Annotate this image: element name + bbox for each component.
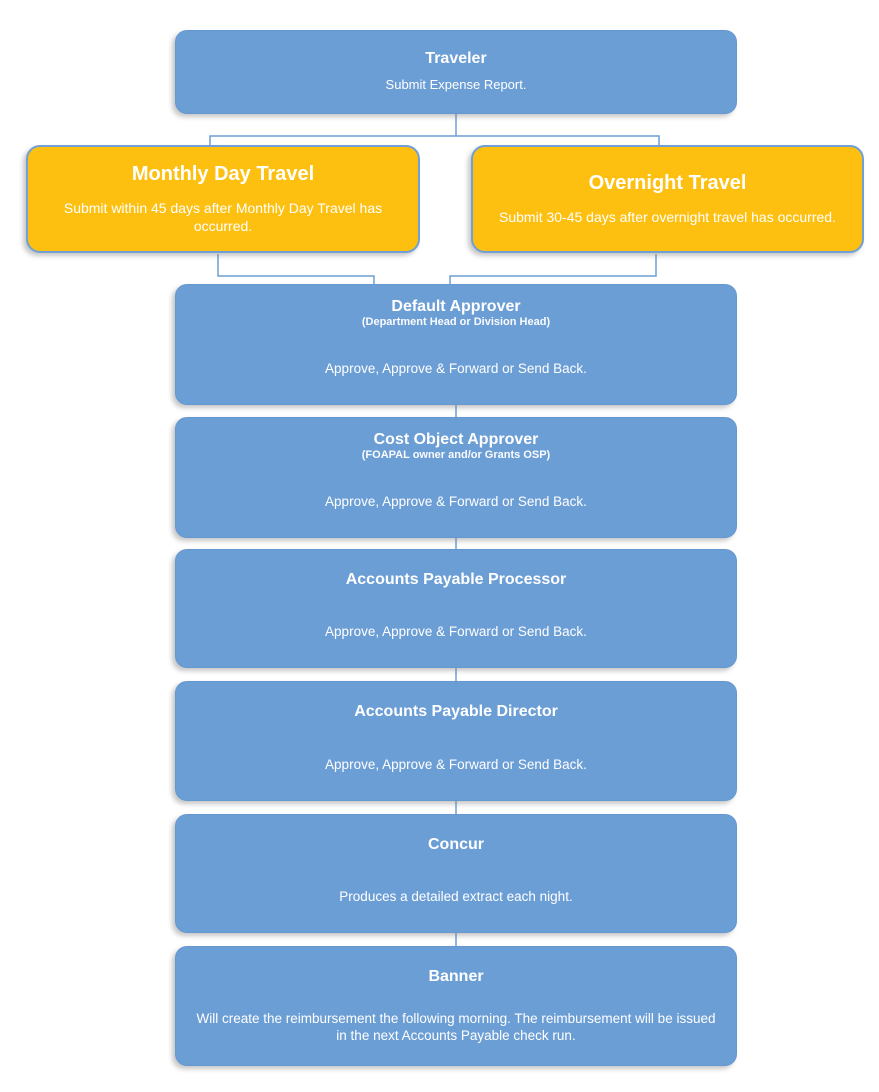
node-accounts-payable-director-body: Approve, Approve & Forward or Send Back. bbox=[325, 757, 587, 773]
node-concur-title: Concur bbox=[428, 836, 484, 853]
node-cost-object-approver-subtitle: (FOAPAL owner and/or Grants OSP) bbox=[361, 449, 551, 462]
node-accounts-payable-processor: Accounts Payable Processor Approve, Appr… bbox=[175, 549, 737, 668]
node-traveler-body: Submit Expense Report. bbox=[385, 77, 527, 93]
node-monthly-day-travel: Monthly Day Travel Submit within 45 days… bbox=[26, 145, 420, 253]
node-monthly-day-travel-title: Monthly Day Travel bbox=[131, 162, 315, 185]
node-banner: Banner Will create the reimbursement the… bbox=[175, 946, 737, 1066]
node-traveler: Traveler Submit Expense Report. bbox=[175, 30, 737, 114]
node-overnight-travel-title: Overnight Travel bbox=[588, 171, 747, 194]
node-accounts-payable-director: Accounts Payable Director Approve, Appro… bbox=[175, 681, 737, 801]
node-default-approver-body: Approve, Approve & Forward or Send Back. bbox=[325, 361, 587, 377]
node-accounts-payable-processor-title: Accounts Payable Processor bbox=[345, 571, 567, 588]
node-monthly-day-travel-body: Submit within 45 days after Monthly Day … bbox=[63, 199, 383, 234]
node-traveler-title: Traveler bbox=[425, 49, 487, 67]
connector-monthly-to-default bbox=[217, 254, 375, 285]
node-default-approver-subtitle: (Department Head or Division Head) bbox=[361, 316, 551, 329]
node-default-approver-title: Default Approver bbox=[391, 298, 521, 315]
node-cost-object-approver-title: Cost Object Approver bbox=[373, 431, 539, 448]
node-cost-object-approver: Cost Object Approver (FOAPAL owner and/o… bbox=[175, 417, 737, 538]
connector-overnight-to-default bbox=[449, 254, 657, 285]
node-banner-title: Banner bbox=[428, 968, 484, 985]
node-concur-body: Produces a detailed extract each night. bbox=[339, 889, 573, 905]
node-accounts-payable-director-title: Accounts Payable Director bbox=[354, 703, 558, 720]
node-accounts-payable-processor-body: Approve, Approve & Forward or Send Back. bbox=[325, 624, 587, 640]
node-concur: Concur Produces a detailed extract each … bbox=[175, 814, 737, 933]
node-default-approver: Default Approver (Department Head or Div… bbox=[175, 284, 737, 405]
node-cost-object-approver-body: Approve, Approve & Forward or Send Back. bbox=[325, 494, 587, 510]
node-banner-body: Will create the reimbursement the follow… bbox=[196, 1010, 716, 1044]
node-overnight-travel: Overnight Travel Submit 30-45 days after… bbox=[471, 145, 864, 253]
node-overnight-travel-body: Submit 30-45 days after overnight travel… bbox=[499, 208, 836, 225]
